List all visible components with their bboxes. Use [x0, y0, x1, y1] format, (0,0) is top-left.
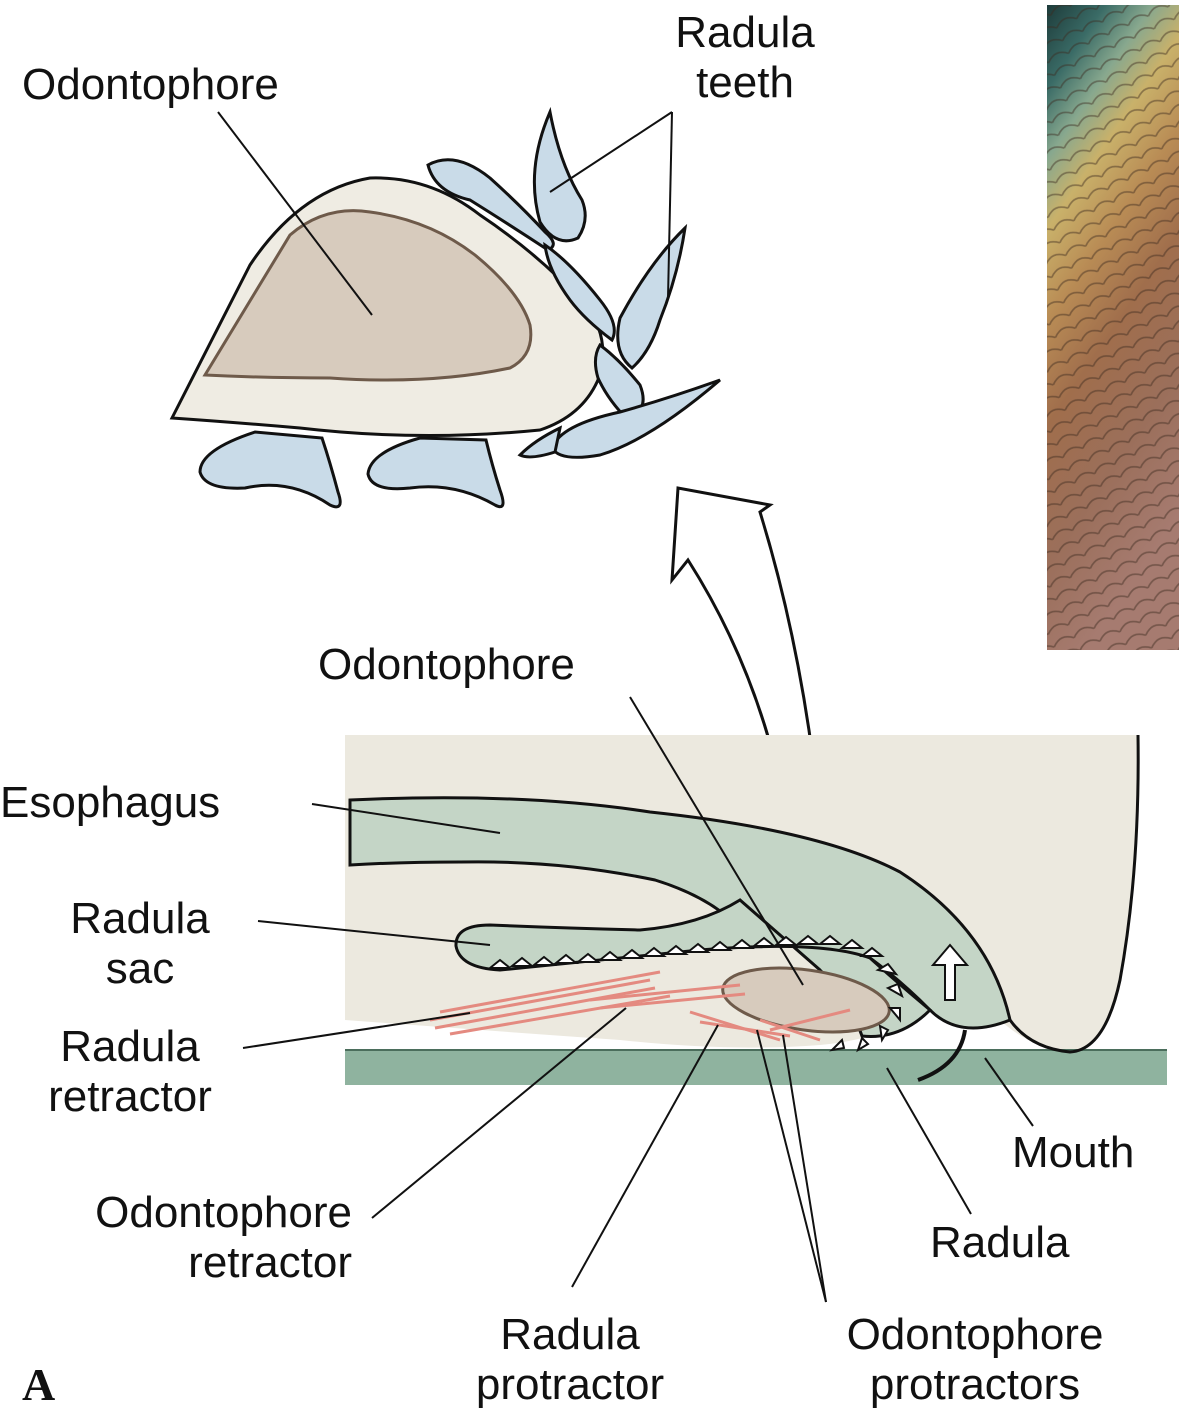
label-radula-sac-line1: Radula: [40, 894, 240, 944]
label-odontophore-top: Odontophore: [22, 60, 279, 110]
label-radula-protractor-line2: protractor: [440, 1360, 700, 1410]
label-radula-retractor-line1: Radula: [15, 1022, 245, 1072]
mollusc-mouth-section: [345, 735, 1167, 1085]
label-mouth: Mouth: [1012, 1128, 1134, 1178]
label-esophagus: Esophagus: [0, 778, 220, 828]
label-odontophore-bottom: Odontophore: [318, 640, 575, 690]
label-radula-teeth-line2: teeth: [640, 58, 850, 108]
radula-photo: [1047, 5, 1179, 650]
label-odontophore-protractors-line1: Odontophore: [800, 1310, 1150, 1360]
panel-letter: A: [22, 1358, 55, 1411]
radula-tooth: [618, 228, 685, 368]
label-radula-sac-line2: sac: [40, 944, 240, 994]
radula-tooth: [368, 438, 503, 507]
radula-tooth: [200, 432, 340, 507]
label-odontophore-retractor-line2: retractor: [0, 1238, 352, 1288]
label-radula-teeth-line1: Radula: [640, 8, 850, 58]
label-radula-protractor-line1: Radula: [440, 1310, 700, 1360]
label-radula-retractor-line2: retractor: [15, 1072, 245, 1122]
label-odontophore-retractor-line1: Odontophore: [0, 1188, 352, 1238]
substrate: [345, 1050, 1167, 1085]
odontophore-detail: [172, 112, 720, 507]
label-radula: Radula: [930, 1218, 1069, 1268]
radula-tooth: [534, 112, 585, 241]
label-odontophore-protractors-line2: protractors: [800, 1360, 1150, 1410]
